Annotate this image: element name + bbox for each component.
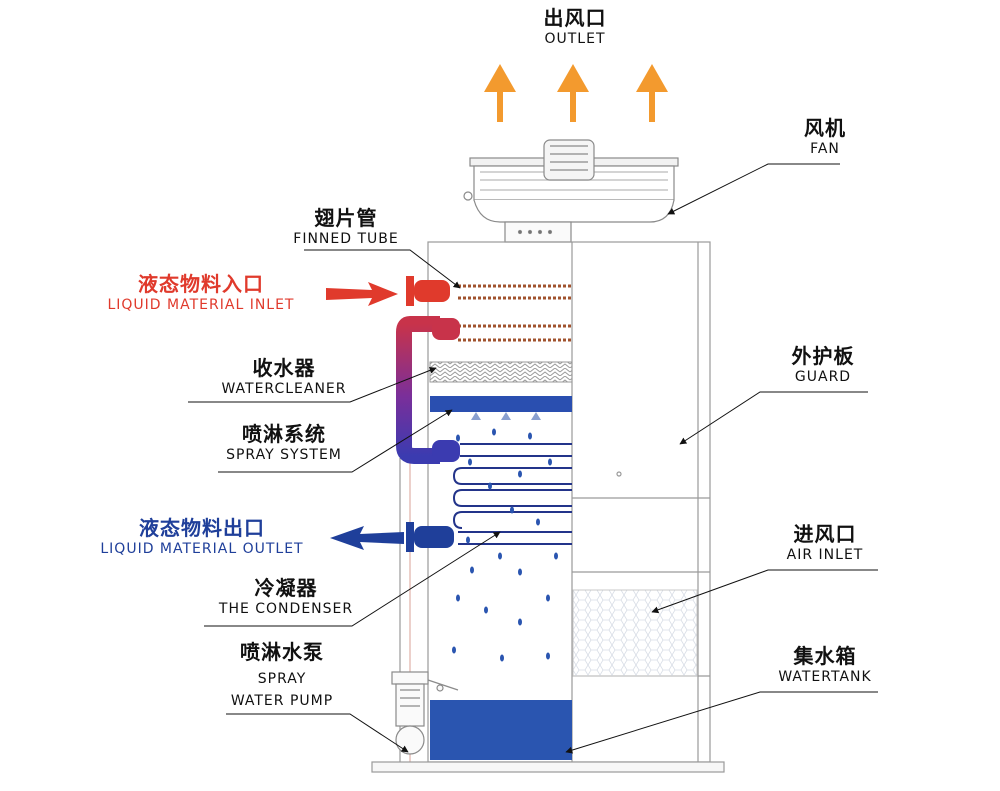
liquid-outlet-arrow	[330, 526, 404, 550]
label-air-inlet-en: AIR INLET	[786, 547, 864, 563]
fan-unit	[463, 139, 679, 243]
label-liquid-inlet-en: LIQUID MATERIAL INLET	[107, 297, 295, 313]
watercleaner-pack	[429, 361, 573, 383]
leader-lines	[188, 163, 878, 754]
outlet-arrow-1	[484, 64, 516, 122]
label-watercleaner-cn: 收水器	[252, 356, 316, 380]
label-watercleaner: 收水器 WATERCLEANER	[206, 356, 362, 398]
leader-watercleaner	[188, 367, 437, 403]
outlet-arrow-2	[557, 64, 589, 122]
leader-watertank	[565, 691, 878, 754]
label-fan-en: FAN	[810, 141, 840, 157]
label-guard-en: GUARD	[794, 369, 852, 385]
pipe-headers	[406, 276, 460, 552]
label-watertank-en: WATERTANK	[778, 669, 872, 685]
leader-condenser	[204, 531, 501, 627]
label-liquid-outlet-cn: 液态物料出口	[139, 516, 265, 540]
label-liquid-outlet: 液态物料出口 LIQUID MATERIAL OUTLET	[82, 516, 322, 558]
label-fan: 风机 FAN	[780, 116, 870, 158]
label-spray-system-cn: 喷淋系统	[242, 422, 326, 446]
label-outlet-cn: 出风口	[543, 6, 607, 30]
label-liquid-outlet-en: LIQUID MATERIAL OUTLET	[100, 541, 304, 557]
label-guard-cn: 外护板	[791, 344, 855, 368]
condenser-coils	[452, 443, 572, 545]
label-spray-system-en: SPRAY SYSTEM	[226, 447, 342, 463]
spray-pump	[391, 671, 459, 755]
leader-pump	[226, 713, 409, 753]
finned-tubes	[458, 284, 572, 342]
outlet-arrow-3	[636, 64, 668, 122]
label-finned-tube-en: FINNED TUBE	[293, 231, 399, 247]
label-liquid-inlet: 液态物料入口 LIQUID MATERIAL INLET	[88, 272, 314, 314]
label-outlet-en: OUTLET	[544, 31, 606, 47]
label-watertank-cn: 集水箱	[793, 644, 857, 668]
tower-body	[371, 241, 725, 773]
label-condenser-cn: 冷凝器	[254, 576, 318, 600]
label-liquid-inlet-cn: 液态物料入口	[138, 272, 264, 296]
outlet-arrows	[484, 64, 668, 122]
label-pump: 喷淋水泵 SPRAY WATER PUMP	[220, 640, 344, 710]
label-air-inlet: 进风口 AIR INLET	[770, 522, 880, 564]
leader-air-inlet	[651, 569, 878, 614]
label-pump-en-1: SPRAY	[257, 671, 307, 687]
leader-guard	[679, 391, 868, 445]
label-spray-system: 喷淋系统 SPRAY SYSTEM	[208, 422, 360, 464]
label-watertank: 集水箱 WATERTANK	[764, 644, 886, 686]
water-tank	[430, 700, 572, 760]
label-outlet: 出风口 OUTLET	[520, 6, 630, 48]
leader-spray-system	[218, 409, 453, 473]
label-air-inlet-cn: 进风口	[793, 522, 857, 546]
water-droplets	[452, 428, 558, 662]
leader-finned-tube	[304, 249, 461, 289]
label-finned-tube-cn: 翅片管	[314, 206, 378, 230]
label-finned-tube: 翅片管 FINNED TUBE	[276, 206, 416, 248]
label-pump-cn: 喷淋水泵	[240, 640, 324, 664]
label-pump-en-2: WATER PUMP	[230, 693, 334, 709]
liquid-inlet-arrow	[326, 282, 398, 306]
air-inlet-mesh	[572, 589, 698, 677]
spray-header	[430, 396, 572, 420]
leader-fan	[667, 163, 840, 215]
label-fan-cn: 风机	[804, 116, 846, 140]
label-guard: 外护板 GUARD	[770, 344, 876, 386]
label-watercleaner-en: WATERCLEANER	[221, 381, 347, 397]
connecting-pipe	[396, 316, 440, 464]
label-condenser: 冷凝器 THE CONDENSER	[204, 576, 368, 618]
label-condenser-en: THE CONDENSER	[218, 601, 354, 617]
